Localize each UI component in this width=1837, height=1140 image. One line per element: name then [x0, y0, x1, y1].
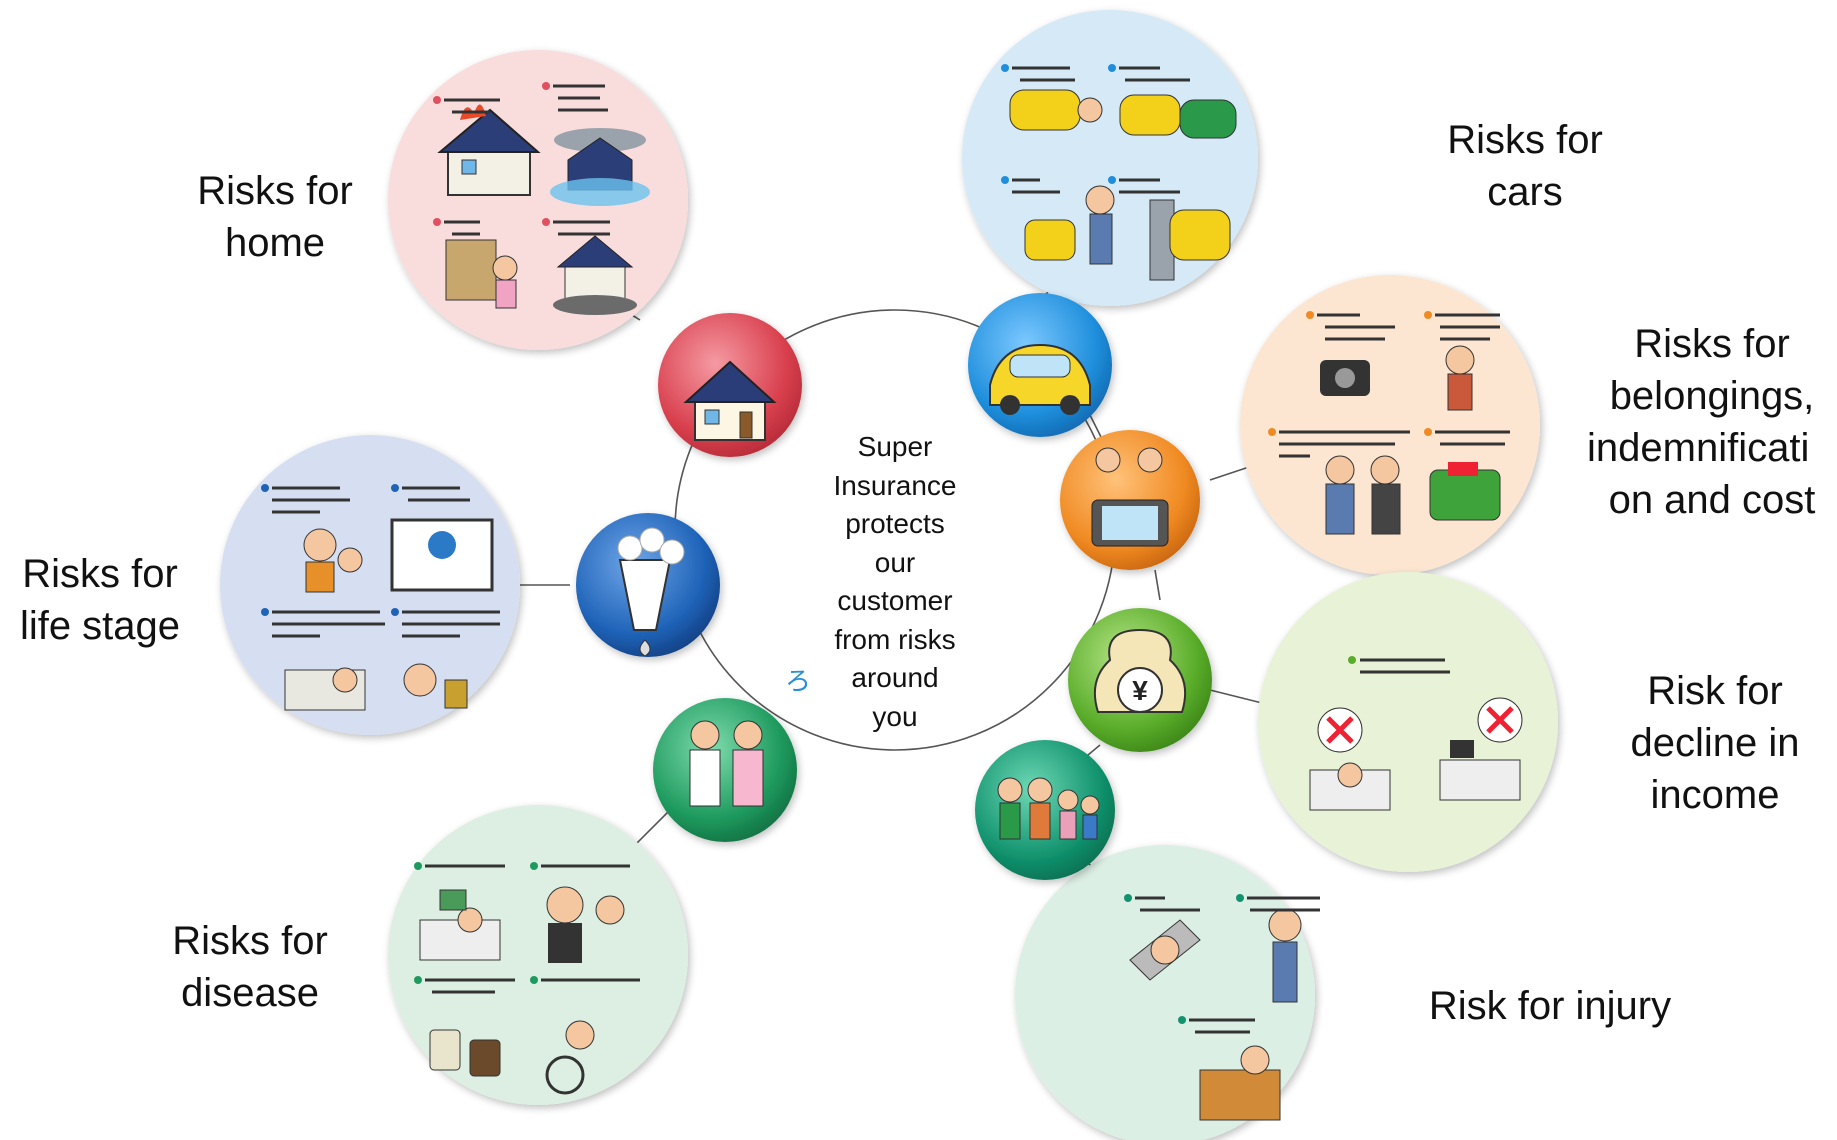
disease-risk-label: Risks for disease [172, 919, 328, 1015]
partial-hidden-glyph: ろ [785, 666, 811, 696]
belongings-risk-label: Risks for belongings, indemnificati on a… [1587, 322, 1816, 522]
cars-risk-label: Risks for cars [1447, 118, 1603, 214]
home-risk-label: Risks for home [197, 169, 353, 265]
belongings-risk-bubble [1240, 275, 1540, 575]
center-line: Insurance [833, 469, 957, 501]
income-risk-label: Risk for decline in income [1630, 669, 1800, 817]
home-risk-bubble [388, 50, 688, 350]
life-stage-illustrations [284, 518, 494, 711]
center-line: Super [857, 431, 933, 462]
home-earthquake-illustration [553, 235, 637, 315]
home-caption-lines [444, 84, 610, 236]
car-icon [968, 293, 1112, 437]
life-stage-risk-label: Risks for life stage [19, 552, 181, 648]
disease-risk-bubble [388, 805, 688, 1105]
income-illustrations [1309, 697, 1523, 811]
center-line: you [872, 700, 918, 732]
doctor-nurse-icon [653, 698, 797, 842]
belongings-illustrations [1320, 345, 1501, 535]
family-photo-camera-icon [1060, 430, 1200, 570]
money-bag-icon: ¥ [1068, 608, 1212, 752]
center-line: around [851, 662, 939, 693]
center-line: protects [845, 508, 945, 539]
cars-illustrations [1009, 89, 1237, 281]
money-glyph: ¥ [1132, 675, 1148, 706]
center-message: Super Insurance protects our customer fr… [800, 428, 990, 736]
center-line: customer [837, 585, 953, 616]
cars-risk-bubble [962, 10, 1258, 306]
disease-illustrations [419, 886, 625, 1095]
home-burglary-illustration [445, 239, 518, 309]
injury-risk-bubble [1015, 845, 1320, 1140]
injury-risk-label: Risk for injury [1428, 984, 1672, 1028]
center-line: our [874, 546, 916, 578]
home-fire-illustration [437, 104, 541, 196]
center-line: from risks [834, 623, 956, 655]
life-stage-risk-bubble [220, 435, 520, 735]
family-icon [975, 740, 1115, 880]
income-risk-bubble [1258, 572, 1558, 872]
home-flood-illustration [550, 128, 650, 206]
injury-illustrations [1129, 908, 1302, 1121]
flower-bouquet-icon [576, 513, 720, 657]
house-icon [658, 313, 802, 457]
